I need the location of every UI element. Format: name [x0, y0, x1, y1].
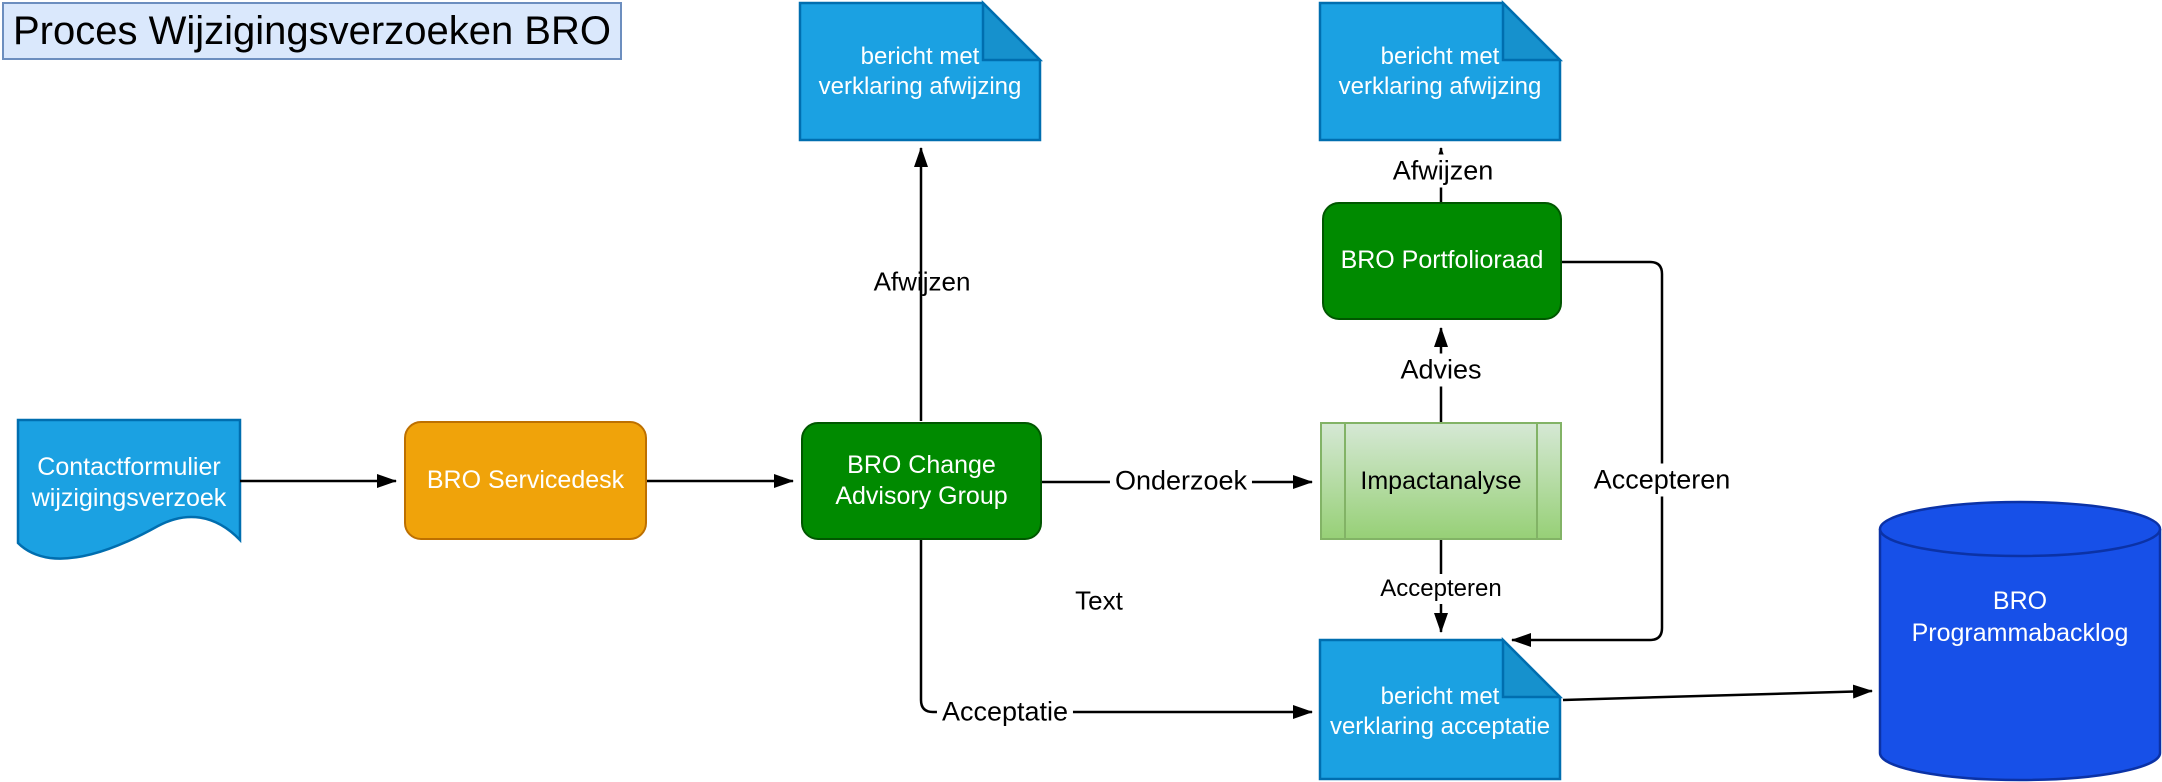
edge-portfolioraad-accepteren-to-bericht: [1511, 260, 1664, 647]
node-bro-change-advisory-group: BRO Change Advisory Group: [801, 422, 1042, 540]
edge-cag-acceptatie-to-bericht: [919, 540, 1313, 719]
node-bro-portfolioraad-label: BRO Portfolioraad: [1340, 246, 1544, 275]
edge-label-acceptatie: Acceptatie: [936, 695, 1074, 729]
edge-label-text-placeholder: Text: [1075, 585, 1123, 616]
edge-label-afwijzen-cag: Afwijzen: [873, 266, 971, 297]
edge-bericht-acceptatie-to-programmabacklog: [1562, 684, 1873, 702]
edge-label-afwijzen-portfolioraad: Afwijzen: [1387, 154, 1499, 188]
edge-label-accepteren-impactanalyse: Accepteren: [1375, 574, 1507, 604]
node-bro-change-advisory-group-label: BRO Change Advisory Group: [835, 450, 1008, 510]
node-bro-servicedesk-label: BRO Servicedesk: [426, 465, 625, 494]
bericht-afwijzing-rechts-note-shape: [1318, 0, 1564, 142]
node-bro-portfolioraad: BRO Portfolioraad: [1322, 202, 1562, 320]
edge-label-onderzoek: Onderzoek: [1109, 464, 1253, 498]
node-impactanalyse: Impactanalyse: [1320, 422, 1562, 540]
node-impactanalyse-label: Impactanalyse: [1360, 466, 1522, 495]
programmabacklog-cylinder-shape: [1878, 500, 2162, 782]
contactformulier-document-shape: [16, 418, 242, 560]
bericht-afwijzing-links-note-shape: [798, 0, 1044, 142]
node-bro-servicedesk: BRO Servicedesk: [404, 421, 647, 540]
edge-label-accepteren-portfolioraad: Accepteren: [1588, 463, 1736, 497]
edge-label-advies: Advies: [1395, 353, 1487, 387]
bericht-acceptatie-note-shape: [1318, 636, 1564, 781]
diagram-title: Proces Wijzigingsverzoeken BRO: [2, 2, 622, 60]
diagram-title-text: Proces Wijzigingsverzoeken BRO: [13, 8, 611, 53]
